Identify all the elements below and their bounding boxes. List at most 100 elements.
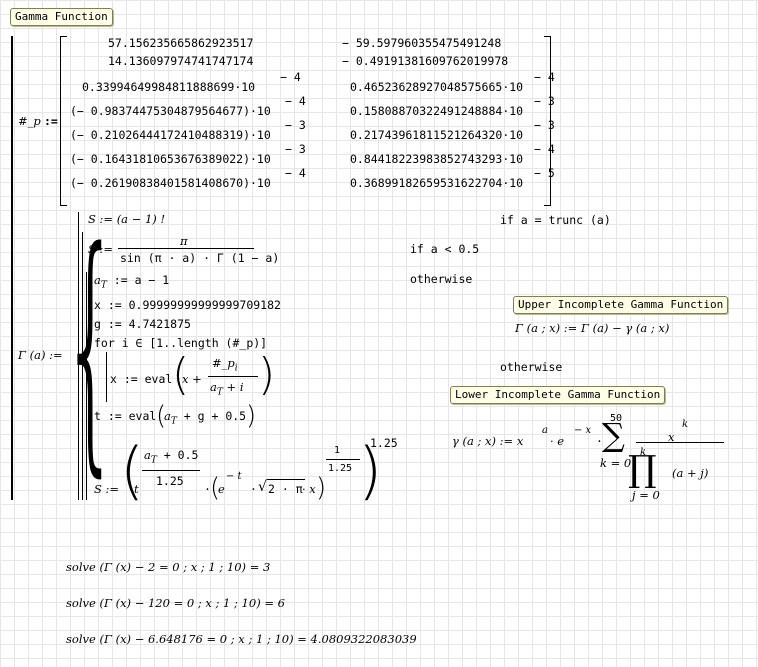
S-dot: · [204, 482, 211, 496]
matrix-cell-left-exp: − 4 [285, 166, 306, 180]
line-x-init: x := 0.99999999999999709182 [94, 298, 281, 312]
S-inner-close-paren: ) [316, 473, 327, 503]
S-outer-power: 1.25 [370, 436, 398, 450]
otherwise-2: otherwise [500, 360, 563, 374]
p-assign-operator: := [44, 114, 58, 128]
upper-incomplete-gamma-label[interactable]: Upper Incomplete Gamma Function [513, 296, 729, 314]
gamma-function-label[interactable]: Gamma Function [10, 8, 113, 26]
S-outer-open-paren: ( [120, 434, 145, 507]
S-fraction-bar [142, 470, 200, 471]
matrix-cell-right: 0.36899182659531622704·10 [350, 176, 524, 190]
line-t-eval: t := eval [94, 409, 157, 423]
S-outer-den: 1.25 [328, 463, 353, 474]
lower-dot: · [596, 434, 603, 448]
line-x-eval: x := eval [110, 372, 173, 386]
matrix-cell-left-exp: − 4 [280, 70, 301, 84]
otherwise-1: otherwise [410, 272, 473, 286]
matrix-cell-left: (− 0.16431810653676389022)·10 [70, 152, 271, 166]
matrix-cell-left-exp: − 4 [285, 94, 306, 108]
S-frac-den: 1.25 [156, 474, 184, 488]
matrix-cell-left: (− 0.21026444172410488319)·10 [70, 128, 271, 142]
x-eval-close-paren: ) [258, 349, 276, 400]
sum-top: 50 [610, 413, 623, 424]
matrix-cell-left-exp: − 3 [285, 142, 306, 156]
frac-num-x: x [668, 430, 675, 444]
case-reflection-lhs: S := [88, 242, 114, 256]
S-x: · x [302, 482, 316, 496]
matrix-cell-right-exp: − 3 [534, 94, 555, 108]
matrix-right-bracket [544, 36, 551, 206]
matrix-cell-right-exp: − 4 [534, 142, 555, 156]
matrix-cell-left: 57.156235665862923517 [108, 36, 254, 50]
program-bar-outer [78, 212, 79, 500]
prod-bottom: j = 0 [632, 488, 660, 502]
x-eval-open-paren: ( [172, 349, 190, 400]
solve-line-1[interactable]: solve (Γ (x) − 2 = 0 ; x ; 1 ; 10) = 3 [66, 560, 271, 574]
solve-line-2[interactable]: solve (Γ (x) − 120 = 0 ; x ; 1 ; 10) = 6 [66, 596, 285, 610]
matrix-cell-left: 0.33994649984811888699·10 [82, 80, 256, 94]
case-reflection-cond: if a < 0.5 [410, 242, 480, 256]
matrix-left-bracket [60, 36, 67, 206]
S-sqrt-body: 2 · π [268, 482, 303, 496]
S-outer-close-paren: ) [358, 434, 383, 507]
S-dot2: · [250, 482, 257, 496]
matrix-cell-right: 0.46523628927048575665·10 [350, 80, 524, 94]
S-e: e [218, 482, 225, 496]
solve-line-3[interactable]: solve (Γ (x) − 6.648176 = 0 ; x ; 1 ; 10… [66, 632, 417, 646]
x-eval-num: #_pi [212, 356, 238, 374]
matrix-cell-right: 0.21743961811521264320·10 [350, 128, 524, 142]
matrix-cell-left: 14.136097974741747174 [108, 54, 254, 68]
sqrt-overline [267, 479, 305, 480]
upper-incomplete-formula[interactable]: Γ (a ; x) := Γ (a) − γ (a ; x) [515, 321, 670, 335]
lower-lhs: γ (a ; x) := x [452, 434, 524, 448]
region-bar [11, 36, 13, 500]
S-outer-num: 1 [334, 445, 341, 456]
S-frac-num: aT + 0.5 [144, 448, 199, 466]
program-brace: { [62, 197, 120, 499]
matrix-cell-left: (− 0.26190838401581408670)·10 [70, 176, 271, 190]
sqrt-icon: √ [258, 479, 267, 495]
case-integer-stmt: S := (a − 1) ! [88, 212, 166, 226]
matrix-cell-right: 0.15808870322491248884·10 [350, 104, 524, 118]
lower-a-exp: a [542, 425, 548, 436]
program-bar-inner [82, 232, 83, 500]
frac-num-exp: k [682, 419, 689, 430]
S-t: t [134, 482, 139, 496]
matrix-cell-right: − 0.49191381609762019978 [342, 54, 509, 68]
t-eval-close-paren: ) [246, 401, 257, 431]
S-inner-open-paren: ( [210, 473, 221, 503]
t-eval-body: aT + g + 0.5 [164, 409, 247, 427]
prod-body: (a + j) [672, 466, 709, 480]
S-e-exp: − t [226, 471, 242, 482]
line-for-loop: for i ∈ [1..length (#_p)] [94, 336, 268, 350]
lower-fraction-bar [636, 442, 724, 443]
lower-incomplete-gamma-label[interactable]: Lower Incomplete Gamma Function [450, 386, 666, 404]
t-eval-open-paren: ( [156, 401, 167, 431]
gamma-lhs: Γ (a) := [18, 348, 63, 362]
lower-e: · e [550, 434, 565, 448]
matrix-cell-right-exp: − 4 [534, 70, 555, 84]
program-bar-otherwise [86, 272, 87, 500]
case-reflection-den: sin (π · a) · Γ (1 − a) [120, 251, 280, 265]
matrix-cell-right-exp: − 3 [534, 118, 555, 132]
product-icon: ∏ [628, 449, 657, 490]
sigma-icon: ∑ [602, 416, 625, 454]
case-integer-cond: if a = trunc (a) [500, 213, 611, 227]
case-reflection-fraction-bar [118, 248, 254, 249]
matrix-cell-left-exp: − 3 [285, 118, 306, 132]
line-S-lhs: S := [94, 482, 120, 496]
sum-bottom: k = 0 [600, 456, 632, 470]
x-eval-fraction-bar [208, 376, 258, 377]
line-g-init: g := 4.7421875 [94, 317, 191, 331]
x-eval-den: aT + i [210, 380, 244, 398]
prod-top: k [640, 447, 647, 458]
case-reflection-num: π [180, 234, 188, 248]
matrix-cell-left: (− 0.98374475304879564677)·10 [70, 104, 271, 118]
for-loop-bar [106, 352, 107, 402]
x-eval-x: x + [182, 372, 202, 386]
matrix-cell-right: − 59.597960355475491248 [342, 36, 502, 50]
matrix-cell-right-exp: − 5 [534, 166, 555, 180]
line-aT: aT := a − 1 [94, 273, 170, 291]
p-variable-name: #_p [18, 114, 41, 128]
matrix-cell-right: 0.84418223983852743293·10 [350, 152, 524, 166]
